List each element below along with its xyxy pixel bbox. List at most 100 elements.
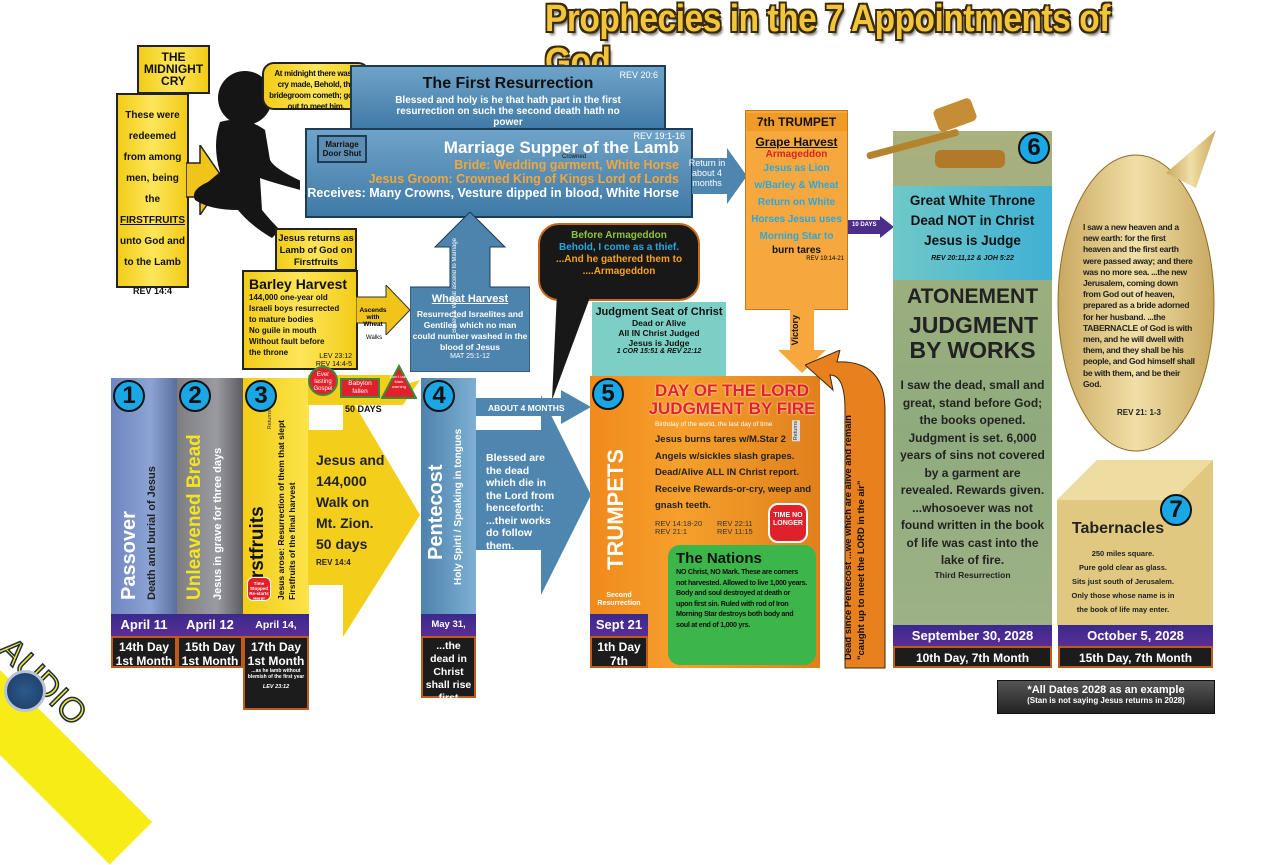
midnight-cry-text: These were redeemed from among men, bein… (116, 93, 189, 296)
line: Sits just south of Jerusalem. (1071, 577, 1175, 586)
line: to the Lamb (124, 257, 181, 268)
line: 15th Day (184, 640, 236, 654)
date-label: April 11 (111, 614, 177, 636)
ascends-label: Ascends with Wheat (359, 307, 387, 328)
line: 17th Day (250, 640, 302, 654)
feast-name: Unleavened Bread (184, 434, 205, 600)
line: FIRSTFRUITS (120, 215, 185, 226)
ref: REV 14:13 (486, 558, 523, 567)
caught-up-text: Dead since Pentecost ...we which are ali… (843, 415, 867, 660)
line: Dead NOT in Christ (910, 213, 1035, 228)
feast-number-2: 2 (179, 380, 211, 412)
time-no-longer-sign: TIME NO LONGER (768, 503, 808, 543)
day-label: 15th Day, 7th Month (1058, 646, 1213, 668)
line: redeemed (128, 131, 177, 142)
line: Jesus is Judge (924, 233, 1021, 248)
ref: REV 14:4-5 (315, 361, 352, 368)
ref: REV 14:4 (316, 558, 351, 567)
date-label: September 30, 2028 (893, 625, 1052, 646)
receives-text: Receives: Many Crowns, Vesture dipped in… (307, 186, 679, 200)
line: Dead or Alive (631, 318, 686, 328)
day-label: ...the dead in Christ shall rise first (421, 636, 476, 704)
second-resurrection: Second Resurrection (597, 592, 641, 607)
ref: REV 19:14-21 (806, 256, 844, 262)
line: 250 miles square. (1091, 549, 1155, 558)
trumpet7-text: Jesus as Lion w/Barley & Wheat Return on… (751, 163, 842, 242)
new-heaven-text: I saw a new heaven and a new earth: for … (1083, 222, 1195, 389)
line: men, being the (126, 173, 179, 205)
line: ...And he gathered them to ....Armageddo… (555, 254, 683, 277)
note-line: *All Dates 2028 as an example (1027, 684, 1185, 696)
midnight-cry-title: THE MIDNIGHT CRY (137, 45, 210, 94)
warning-triangle-icon (381, 364, 417, 399)
date-label: April 12 (177, 614, 243, 636)
line: Jesus is Judge (628, 338, 690, 348)
line: Israeli boys resurrected (249, 304, 340, 313)
line: ...as he lamb without blemish of the fir… (247, 668, 305, 680)
date-label: Sept 21 (590, 614, 648, 636)
white-throne-header: Great White Throne Dead NOT in Christ Je… (893, 186, 1052, 280)
first-resurrection-panel: The First Resurrection Blessed and holy … (350, 65, 666, 131)
armageddon-label: Armageddon (765, 149, 828, 160)
feast-number-3: 3 (245, 380, 277, 412)
date-label: October 5, 2028 (1058, 625, 1213, 646)
wheat-text: Resurrected Israelites and Gentiles whic… (412, 309, 528, 352)
feast-name: Pentecost (425, 464, 447, 560)
third-resurrection: Third Resurrection (934, 569, 1011, 580)
day-label: 10th Day, 7th Month (893, 646, 1052, 668)
tabernacles-text: 250 miles square. Pure gold clear as glas… (1058, 547, 1188, 617)
note-line: (Stan is not saying Jesus returns in 202… (1027, 696, 1185, 705)
line: Behold, I come as a thief. (558, 242, 680, 253)
lamb-return-label: Jesus returns as Lamb of God on Firstfru… (275, 228, 357, 271)
ascends-arrow-icon (356, 285, 411, 335)
line: to mature bodies (249, 315, 314, 324)
feast-sub: Jesus in grave for three days (212, 447, 224, 600)
feast-pentecost (421, 378, 476, 614)
feast-passover (111, 378, 177, 614)
marriage-supper-title: Marriage Supper of the Lamb (443, 138, 679, 157)
return-arrow-icon (692, 148, 747, 204)
trumpet7-header: 7th TRUMPET (746, 113, 847, 131)
burn-tares: burn tares (772, 245, 821, 256)
nations-text: NO Christ, NO Mark. These are corners no… (676, 567, 808, 629)
ref: LEV 23:12 (262, 684, 290, 690)
judgment-seat-title: Judgment Seat of Christ (595, 306, 723, 318)
victory-down-arrow-icon (778, 308, 826, 373)
about-four-months-arrow-icon (476, 390, 591, 595)
wheat-title: Wheat Harvest (431, 293, 509, 305)
ten-days-arrow-icon (848, 216, 894, 238)
fifty-days-label: 50 DAYS (345, 404, 382, 414)
sign-mark-warning: Don't take Mark warning (390, 374, 408, 389)
ref: REV 22:11 (717, 519, 753, 528)
page-title: Prophecies in the 7 Appointments of God (545, 0, 1110, 83)
gavel-icon (866, 98, 1005, 168)
feast-name: Passover (118, 511, 140, 600)
line: Before Armageddon (571, 230, 667, 241)
atonement-block: ATONEMENT JUDGMENT BY WORKS I saw the de… (893, 285, 1052, 580)
line: 1st Month (181, 654, 239, 668)
day-of-lord-sub: Birthday of the world, the last day of t… (655, 421, 773, 428)
line: Only those whose name is in (1071, 591, 1175, 600)
atonement-title: ATONEMENT (906, 285, 1039, 308)
wheat-harvest-panel: Wheat Harvest Resurrected Israelites and… (412, 293, 528, 360)
ref: REV 11:15 (717, 527, 753, 536)
feast-sub: Holy Spirti / Speaking in tongues (453, 428, 464, 585)
nations-title: The Nations (676, 550, 762, 567)
line: 1st Month (247, 654, 305, 668)
wheat-up-arrow-icon (410, 212, 530, 372)
line: No guile in mouth (249, 326, 317, 335)
line: Pure gold clear as glass. (1079, 563, 1167, 572)
groom-text: Jesus Groom: Crowned King of Kings Lord … (368, 172, 679, 186)
feast-sub: Death and burial of Jesus (146, 466, 158, 600)
trumpet7-panel: 7th TRUMPET Grape Harvest Armageddon Jes… (745, 110, 848, 310)
time-stop-sign: Time Stopped Re-starts Here! (247, 577, 271, 601)
grape-harvest-title: Grape Harvest (755, 135, 838, 149)
line: the throne (249, 348, 289, 357)
ref: 1 COR 15:51 & REV 22:12 (616, 348, 702, 355)
line: Great White Throne (909, 193, 1036, 208)
zion-text: Jesus and 144,000 Walk on Mt. Zion. 50 d… (316, 452, 385, 552)
